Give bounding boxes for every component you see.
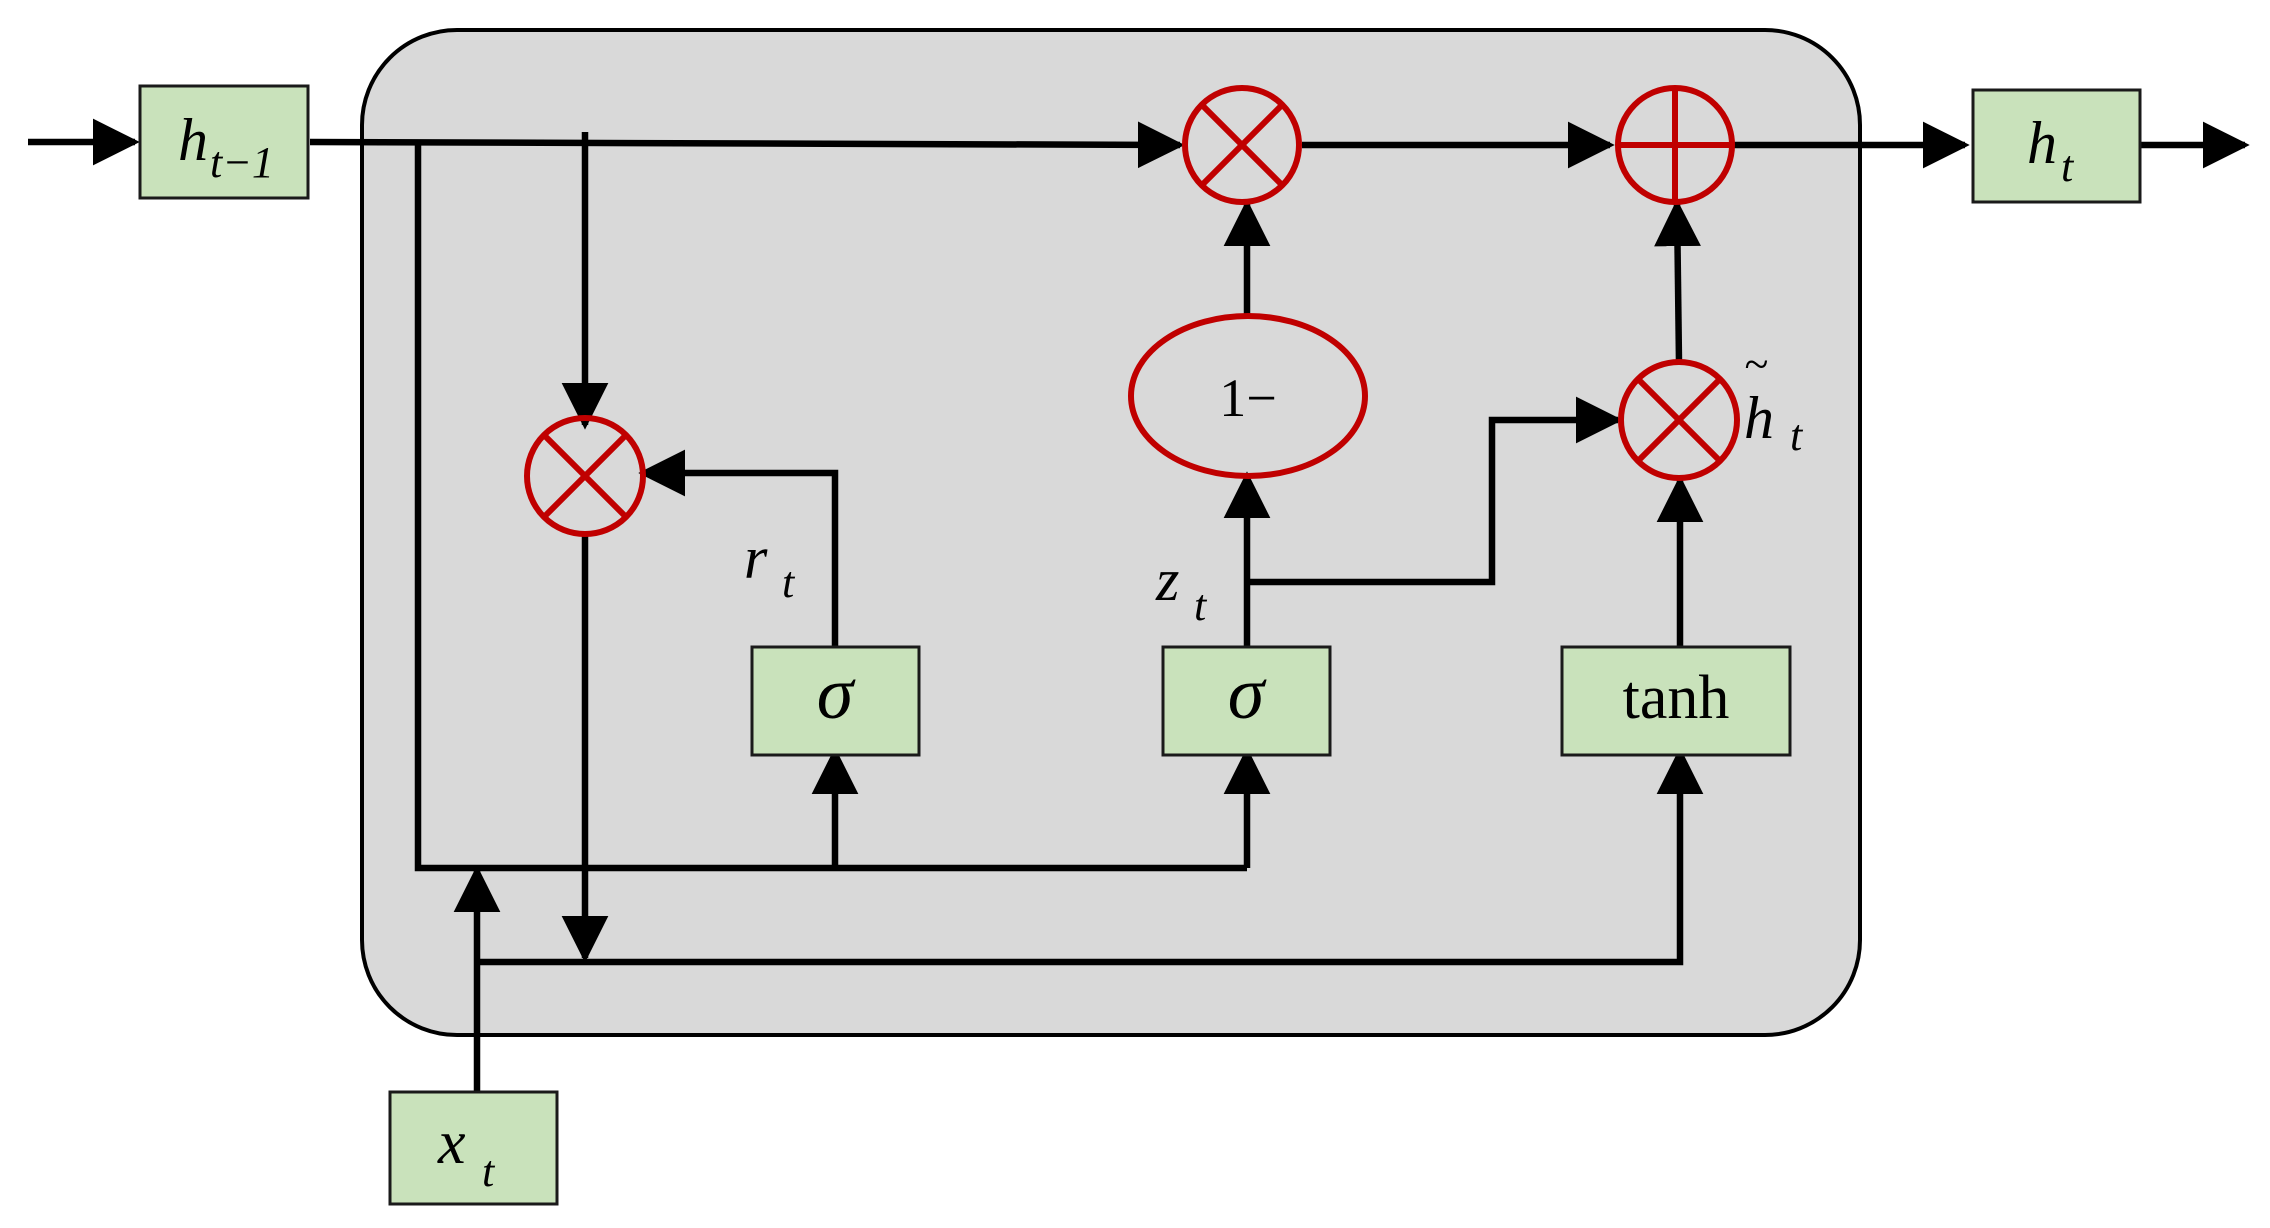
wire-h-prev-bus bbox=[414, 142, 1247, 872]
h-out-sub: t bbox=[2061, 142, 2075, 191]
sigma-r-label: σ bbox=[817, 653, 856, 735]
x-input-main: x bbox=[437, 1109, 466, 1177]
circle-times-icon bbox=[1182, 85, 1302, 205]
r-gate-sub: t bbox=[782, 558, 796, 607]
wire-h-prev-to-mult-top bbox=[309, 121, 1185, 169]
circle-times-icon bbox=[524, 415, 646, 537]
h-tilde-accent: ~ bbox=[1744, 340, 1768, 389]
circle-plus-icon bbox=[1615, 85, 1735, 205]
h-out-box: h t bbox=[1971, 88, 2142, 204]
sigma-z-label: σ bbox=[1228, 653, 1267, 735]
gru-cell-body bbox=[360, 28, 1862, 1037]
h-tilde-label: ~ h t bbox=[1744, 340, 1804, 460]
z-gate-main: z bbox=[1155, 547, 1179, 613]
wire-to-tanh bbox=[477, 747, 1704, 966]
h-prev-sub: t−1 bbox=[210, 138, 274, 187]
x-input-box: x t bbox=[388, 1090, 559, 1206]
r-gate-label: r t bbox=[744, 525, 796, 607]
h-prev-main: h bbox=[178, 107, 208, 173]
h-tilde-sub: t bbox=[1790, 411, 1804, 460]
one-minus-node: 1− bbox=[1128, 313, 1368, 479]
x-input-sub: t bbox=[482, 1147, 496, 1196]
wire-htilde-to-add bbox=[1654, 199, 1701, 363]
tanh-label: tanh bbox=[1623, 664, 1730, 732]
tanh-box: tanh bbox=[1560, 645, 1792, 757]
sigma-r-box: σ bbox=[750, 645, 921, 757]
one-minus-label: 1− bbox=[1219, 368, 1276, 428]
h-out-main: h bbox=[2027, 110, 2057, 176]
r-gate-main: r bbox=[744, 525, 768, 591]
z-gate-label: z t bbox=[1155, 547, 1208, 630]
wire-zt-to-htilde-mult bbox=[1247, 396, 1623, 586]
circle-times-icon bbox=[1618, 359, 1740, 481]
sigma-z-box: σ bbox=[1161, 645, 1332, 757]
z-gate-sub: t bbox=[1194, 581, 1208, 630]
h-tilde-main: h bbox=[1744, 385, 1774, 451]
wire-rt-to-reset-mult bbox=[638, 449, 839, 650]
h-prev-box: h t−1 bbox=[138, 84, 310, 200]
wires bbox=[28, 118, 2250, 1092]
